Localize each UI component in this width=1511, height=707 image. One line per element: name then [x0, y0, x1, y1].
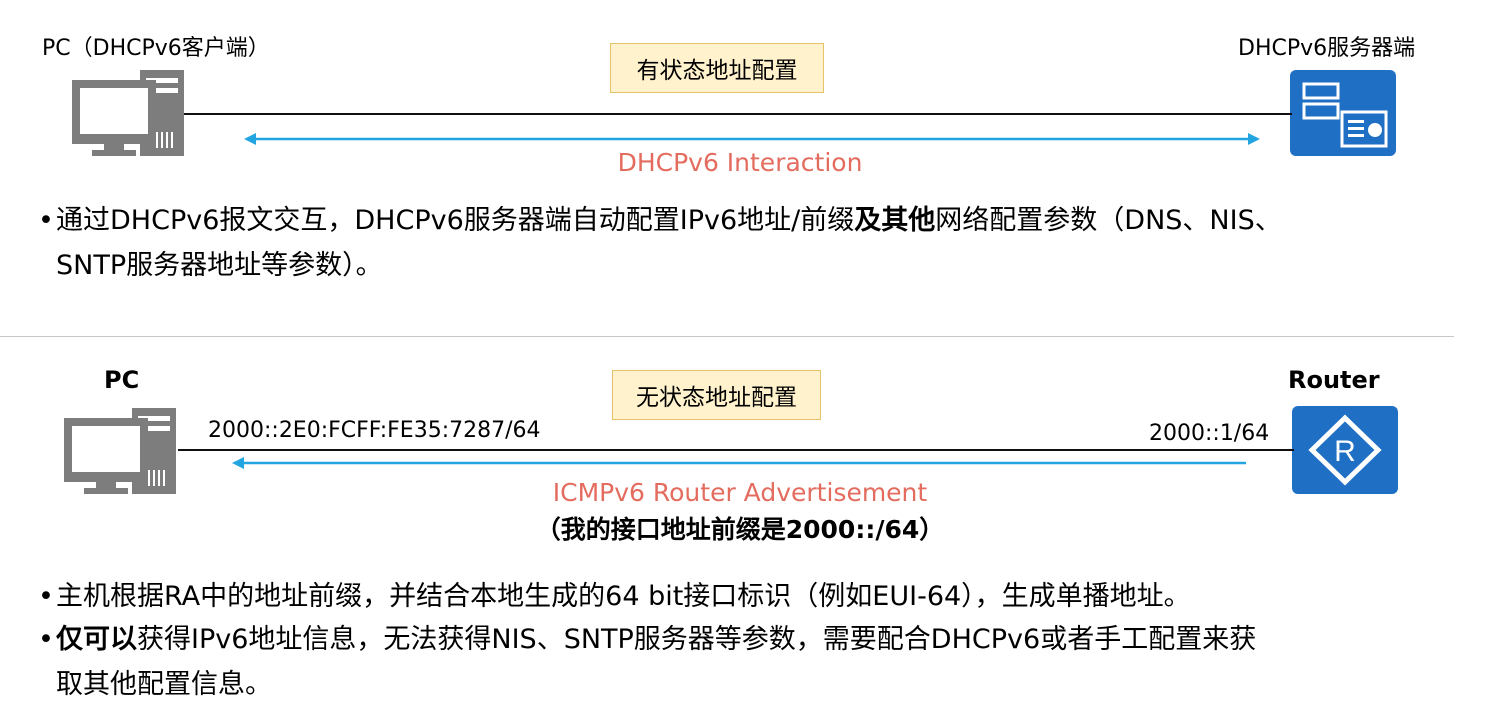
top-bullet-bold: 及其他	[854, 205, 936, 236]
dhcp-server-icon	[1290, 70, 1396, 156]
client-label: PC（DHCPv6客户端）	[42, 36, 270, 61]
top-bullet-line-2: SNTP服务器地址等参数）。	[56, 250, 383, 281]
section-divider	[0, 336, 1454, 337]
top-bullet: •通过DHCPv6报文交互，DHCPv6服务器端自动配置IPv6地址/前缀及其他…	[38, 198, 1458, 288]
top-link-line	[184, 113, 1292, 115]
pc-address: 2000::2E0:FCFF:FE35:7287/64	[208, 418, 541, 443]
top-bullet-text-2: 网络配置参数（DNS、NIS、	[935, 205, 1282, 236]
router-address: 2000::1/64	[1149, 421, 1270, 446]
svg-text:R: R	[1334, 435, 1356, 468]
bidirectional-arrow	[244, 131, 1260, 147]
stateful-mode-badge: 有状态地址配置	[610, 43, 824, 93]
bottom-bullet-2-text: 获得IPv6地址信息，无法获得NIS、SNTP服务器等参数，需要配合DHCPv6…	[137, 624, 1257, 655]
bottom-bullet-2-bold: 仅可以	[56, 624, 137, 655]
router-icon: R	[1292, 406, 1398, 494]
pc-icon	[64, 408, 180, 496]
pc-icon	[72, 70, 188, 158]
pc-label: PC	[104, 366, 140, 394]
server-label: DHCPv6服务器端	[1238, 36, 1416, 61]
bottom-bullet-1-text: 主机根据RA中的地址前缀，并结合本地生成的64 bit接口标识（例如EUI-64…	[56, 581, 1191, 612]
ra-arrow	[232, 455, 1248, 471]
bottom-bullet-2: •仅可以获得IPv6地址信息，无法获得NIS、SNTP服务器等参数，需要配合DH…	[38, 617, 1458, 707]
bullet-dot: •	[38, 624, 54, 655]
bottom-bullet-1: •主机根据RA中的地址前缀，并结合本地生成的64 bit接口标识（例如EUI-6…	[38, 574, 1458, 619]
top-bullet-text-1: 通过DHCPv6报文交互，DHCPv6服务器端自动配置IPv6地址/前缀	[56, 205, 855, 236]
bottom-link-line	[178, 449, 1294, 451]
router-label: Router	[1288, 366, 1380, 394]
stateless-mode-badge: 无状态地址配置	[612, 370, 821, 420]
bullet-dot: •	[38, 205, 54, 236]
bottom-bullet-2-line-2: 取其他配置信息。	[56, 669, 272, 700]
ra-flow-note: （我的接口地址前缀是2000::/64）	[535, 515, 945, 544]
bullet-dot: •	[38, 581, 54, 612]
ra-flow-label: ICMPv6 Router Advertisement	[552, 478, 928, 507]
dhcpv6-flow-label: DHCPv6 Interaction	[617, 148, 863, 177]
